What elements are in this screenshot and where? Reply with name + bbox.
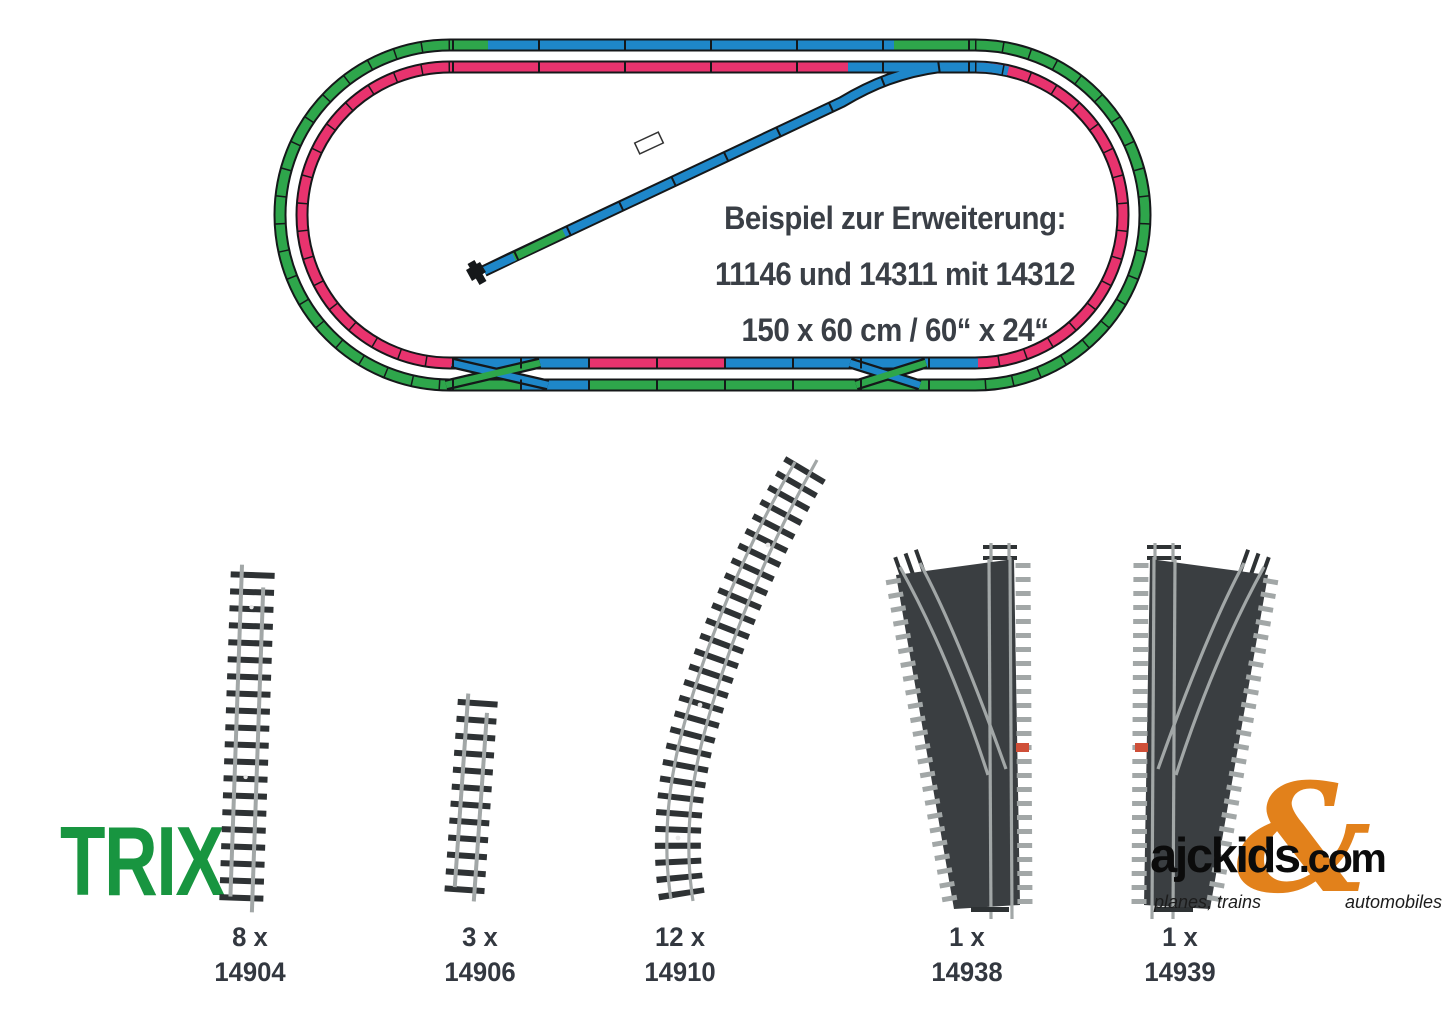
caption-line-2: 11146 und 14311 mit 14312	[714, 256, 1076, 292]
ajckids-logo: & ajckids.com planes, trains automobiles	[1150, 764, 1445, 928]
product-qty: 1 x	[949, 922, 985, 952]
switch-lever-icon	[1016, 743, 1029, 752]
product-sku: 14938	[931, 957, 1003, 987]
product-qty: 8 x	[232, 922, 268, 952]
product-label-14906: 3 x 14906	[414, 920, 547, 990]
product-sku: 14910	[644, 957, 716, 987]
site-tld: .com	[1298, 835, 1387, 881]
straight-track-14904-image	[219, 564, 275, 913]
diagram-caption: Beispiel zur Erweiterung: 11146 und 1431…	[674, 190, 1116, 358]
switch-lever-icon	[1135, 743, 1148, 752]
product-sku: 14906	[444, 957, 516, 987]
product-label-14910: 12 x 14910	[614, 920, 747, 990]
product-qty: 3 x	[462, 922, 498, 952]
turnout-left-14938-image	[885, 543, 1033, 920]
tagline-right: automobiles	[1344, 892, 1442, 912]
tagline-left: planes, trains	[1154, 892, 1262, 912]
crossover-bottom-left	[444, 357, 550, 391]
product-sku: 14939	[1144, 957, 1216, 987]
product-sku: 14904	[214, 957, 286, 987]
trix-logo: TRIX	[60, 806, 225, 916]
ajckids-site-name: ajckids.com	[1150, 828, 1387, 884]
product-label-14939: 1 x 14939	[1114, 920, 1247, 990]
caption-line-3: 150 x 60 cm / 60“ x 24“	[741, 312, 1049, 348]
crossover-bottom-right	[848, 357, 928, 391]
ajckids-tagline: planes, trains automobiles	[1150, 892, 1445, 913]
caption-line-1: Beispiel zur Erweiterung:	[724, 200, 1066, 236]
product-qty: 12 x	[655, 922, 705, 952]
product-qty: 1 x	[1162, 922, 1198, 952]
product-label-14904: 8 x 14904	[184, 920, 317, 990]
uncoupler-icon	[633, 131, 665, 155]
buffer-stop-icon	[466, 260, 487, 285]
curved-track-14910-image	[654, 456, 826, 902]
straight-track-14906-image	[444, 693, 498, 902]
product-label-14938: 1 x 14938	[901, 920, 1034, 990]
site-name: ajckids	[1150, 829, 1301, 883]
